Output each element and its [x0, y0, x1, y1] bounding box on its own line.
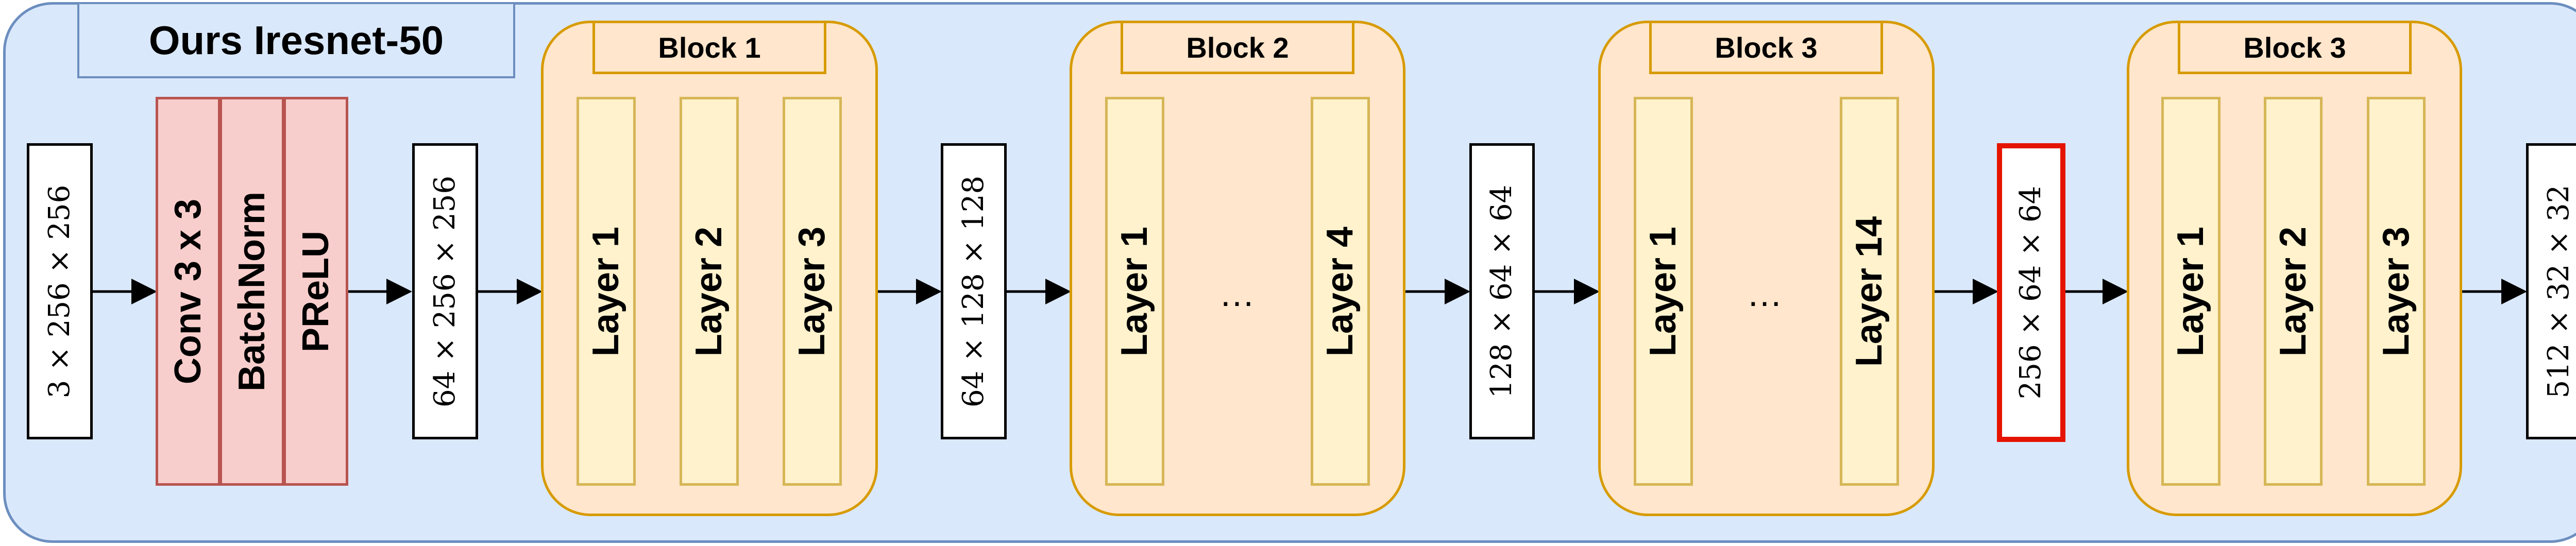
stem-batchnorm: BatchNorm: [219, 97, 284, 486]
block-3-layer-1-label: Layer 1: [1642, 226, 1684, 356]
tensor-after-stem: 64 × 256 × 256: [412, 143, 478, 439]
block-3-layer-1: Layer 1: [1634, 97, 1693, 486]
block-1-title: Block 1: [592, 21, 826, 74]
block-1-layer-1-label: Layer 1: [585, 226, 627, 356]
stem-conv-label: Conv 3 x 3: [167, 198, 209, 384]
tensor-input-label: 3 × 256 × 256: [43, 184, 77, 398]
block-3-layer-14: Layer 14: [1840, 97, 1899, 486]
block-4-layer-2-label: Layer 2: [2273, 226, 2314, 356]
block-4-layer-2: Layer 2: [2264, 97, 2323, 486]
block-2-title: Block 2: [1121, 21, 1354, 74]
block-4-title: Block 3: [2178, 21, 2412, 74]
block-2-layer-4: Layer 4: [1311, 97, 1370, 486]
block-2-layer-1: Layer 1: [1105, 97, 1164, 486]
block-1-layer-3: Layer 3: [783, 97, 842, 486]
block-3-ellipsis: …: [1741, 273, 1788, 314]
tensor-after-stem-label: 64 × 256 × 256: [428, 175, 462, 407]
block-4-layer-1: Layer 1: [2161, 97, 2221, 486]
diagram-title: Ours Iresnet-50: [77, 2, 515, 78]
stem-conv: Conv 3 x 3: [156, 97, 221, 486]
block-2-layer-4-label: Layer 4: [1319, 226, 1361, 356]
block-3-layer-14-label: Layer 14: [1849, 216, 1890, 367]
tensor-output: 512 × 32 × 32: [2526, 143, 2576, 439]
tensor-after-block1: 64 × 128 × 128: [941, 143, 1007, 439]
stem-batchnorm-label: BatchNorm: [231, 191, 273, 391]
block-1-layer-1: Layer 1: [577, 97, 636, 486]
tensor-after-block2: 128 × 64 × 64: [1469, 143, 1535, 439]
block-2-ellipsis: …: [1214, 273, 1260, 314]
block-4-layer-1-label: Layer 1: [2170, 226, 2212, 356]
tensor-after-block3-highlighted: 256 × 64 × 64: [1997, 143, 2065, 442]
block-3-title: Block 3: [1649, 21, 1883, 74]
tensor-output-label: 512 × 32 × 32: [2542, 184, 2576, 398]
block-2-layer-1-label: Layer 1: [1114, 226, 1156, 356]
block-1-layer-2: Layer 2: [680, 97, 739, 486]
block-4-layer-3-label: Layer 3: [2376, 226, 2417, 356]
tensor-input: 3 × 256 × 256: [27, 143, 93, 439]
stem-prelu-label: PReLU: [295, 230, 337, 352]
block-4-layer-3: Layer 3: [2367, 97, 2426, 486]
tensor-after-block3-label: 256 × 64 × 64: [2014, 185, 2048, 400]
tensor-after-block2-label: 128 × 64 × 64: [1485, 184, 1519, 398]
block-1-layer-3-label: Layer 3: [791, 226, 833, 356]
tensor-after-block1-label: 64 × 128 × 128: [957, 175, 991, 407]
block-1-layer-2-label: Layer 2: [688, 226, 730, 356]
stem-prelu: PReLU: [283, 97, 348, 486]
